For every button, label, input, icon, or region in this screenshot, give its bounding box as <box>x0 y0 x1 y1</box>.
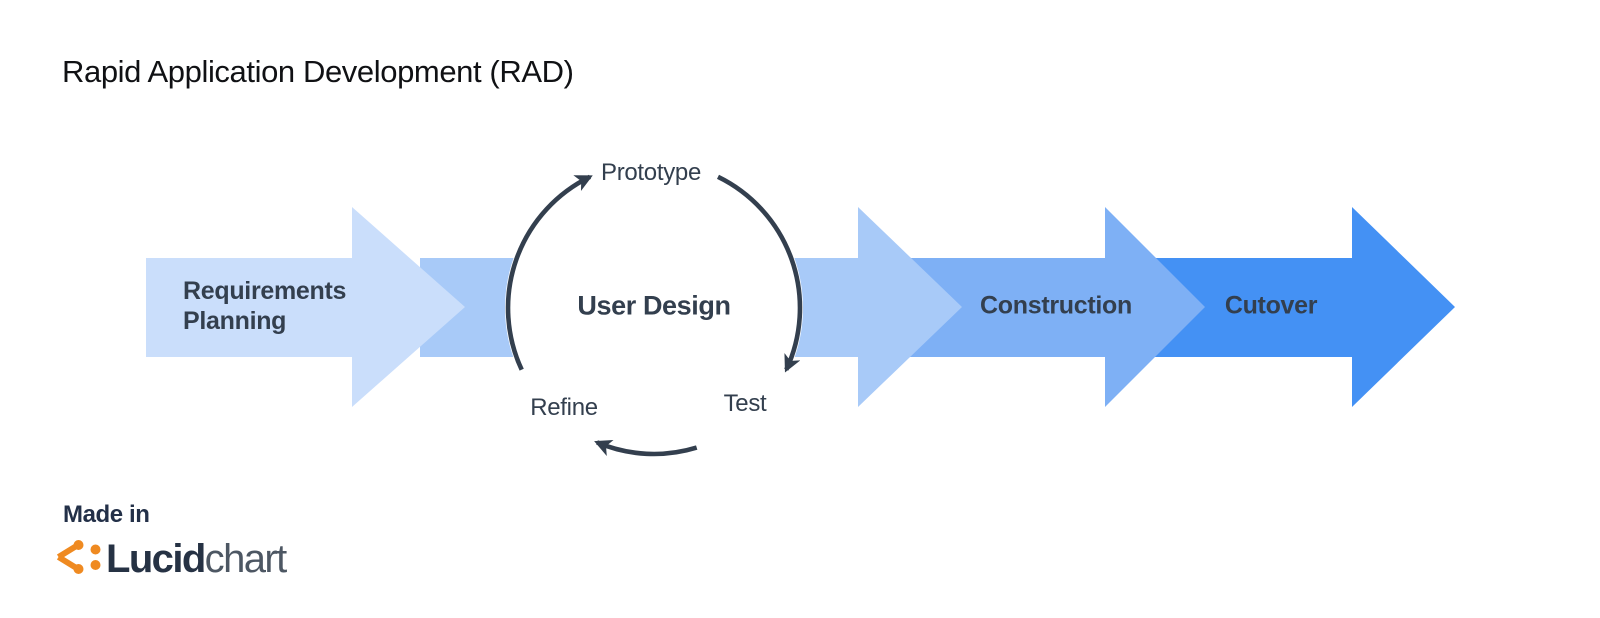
requirements-arrow-shape <box>146 207 465 407</box>
test-label: Test <box>723 390 767 417</box>
brand-bold-text: Lucid <box>106 537 206 581</box>
requirements-planning-label: Requirements Planning <box>183 276 346 336</box>
cycle-background-disc <box>505 159 803 457</box>
brand-regular-text: chart <box>204 537 288 581</box>
cycle-arc-prototype-to-test <box>716 174 803 373</box>
cycle-arc-test-to-refine <box>594 439 698 457</box>
cutover-arrow-shape <box>1155 207 1455 407</box>
construction-label: Construction <box>980 291 1132 320</box>
refine-label: Refine <box>530 394 598 421</box>
made-in-text: Made in <box>63 501 150 528</box>
user-design-label: User Design <box>577 290 731 321</box>
construction-arrow-shape <box>900 207 1205 407</box>
cutover-label: Cutover <box>1224 291 1318 320</box>
cycle-arc-refine-to-prototype <box>505 174 593 371</box>
lucidchart-logo-icon <box>56 540 101 574</box>
lucidchart-wordmark: Lucidchart <box>106 537 288 581</box>
page-title: Rapid Application Development (RAD) <box>62 54 574 89</box>
requirements-line: Requirements <box>183 277 347 305</box>
planning-line: Planning <box>183 307 287 335</box>
prototype-label: Prototype <box>600 159 702 186</box>
